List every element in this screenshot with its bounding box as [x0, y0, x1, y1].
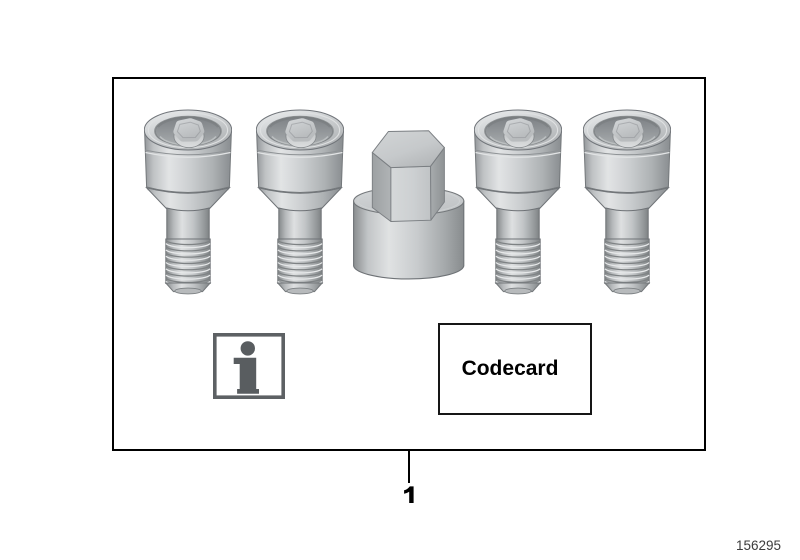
codecard-box: Codecard — [438, 323, 592, 415]
callout-digit-glyph — [404, 486, 414, 503]
callout-line — [408, 449, 410, 483]
locking-wheel-bolt-4 — [583, 109, 671, 295]
locking-wheel-bolt-1 — [144, 109, 232, 295]
locking-wheel-bolt-3 — [474, 109, 562, 295]
information-icon — [213, 333, 285, 399]
callout-label: 1 — [389, 486, 429, 506]
figure-number: 156295 — [735, 538, 781, 553]
locking-wheel-bolt-2 — [256, 109, 344, 295]
wheel-lock-adapter — [353, 130, 465, 280]
codecard-label: Codecard — [461, 357, 559, 380]
